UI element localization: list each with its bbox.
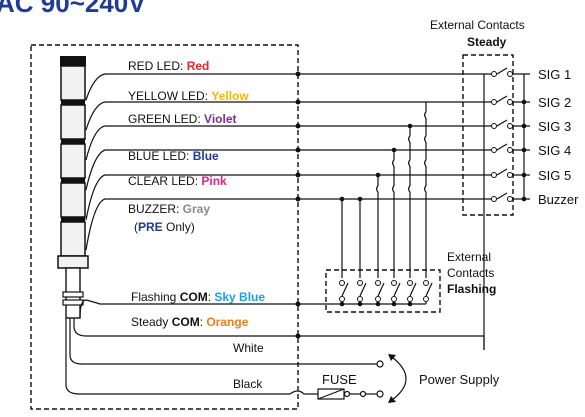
wire-black — [65, 318, 290, 395]
flashing-feed-lines — [339, 102, 427, 278]
blue-led-label: BLUE LED: Blue — [128, 149, 219, 163]
wire-flashing-com — [79, 299, 298, 319]
device-enclosure — [30, 44, 299, 410]
flashing-contacts — [298, 280, 433, 307]
steady-contacts — [491, 67, 530, 202]
fuse-label: FUSE — [322, 372, 357, 387]
buzzer-note: (PRE Only) — [134, 220, 195, 234]
sig-5-label: SIG 5 — [538, 168, 571, 183]
buzzer-signal-label: Buzzer — [538, 192, 579, 207]
black-wire-label: Black — [233, 377, 263, 391]
flashing-title-line2: Contacts — [447, 266, 494, 280]
wire-buzzer — [85, 198, 298, 251]
wire-white — [69, 318, 380, 365]
wire-yellow — [85, 101, 298, 131]
edge-terminals — [295, 71, 301, 339]
steady-feed-lines — [298, 73, 494, 200]
sig-2-label: SIG 2 — [538, 95, 571, 110]
sig-3-label: SIG 3 — [538, 119, 571, 134]
steady-title: External Contacts — [430, 18, 525, 32]
power-supply-label: Power Supply — [419, 372, 500, 387]
steady-com-feed — [298, 335, 485, 350]
sig-1-label: SIG 1 — [538, 67, 571, 82]
steady-mode-label: Steady — [467, 35, 507, 49]
flashing-com-label: Flashing COM: Sky Blue — [131, 290, 265, 304]
power-section — [289, 354, 407, 403]
steady-contacts-box — [462, 54, 514, 216]
tower-light — [57, 56, 89, 319]
flashing-contacts-box — [325, 269, 441, 313]
wire-steady-com — [73, 318, 298, 337]
yellow-led-label: YELLOW LED: Yellow — [128, 89, 249, 103]
clear-led-label: CLEAR LED: Pink — [128, 174, 227, 188]
voltage-header: AC 90~240V — [0, 0, 146, 18]
wire-blue — [85, 149, 298, 191]
wire-labels: RED LED: Red YELLOW LED: Yellow GREEN LE… — [128, 59, 265, 391]
wire-red — [85, 73, 298, 101]
wire-green — [85, 125, 298, 161]
buzzer-label: BUZZER: Gray — [128, 202, 210, 216]
red-led-label: RED LED: Red — [128, 59, 209, 73]
wire-clear — [85, 174, 298, 221]
steady-com-label: Steady COM: Orange — [131, 315, 249, 329]
flashing-title-line1: External — [447, 250, 491, 264]
signal-labels: SIG 1 SIG 2 SIG 3 SIG 4 SIG 5 Buzzer — [538, 67, 579, 207]
white-wire-label: White — [233, 341, 264, 355]
green-led-label: GREEN LED: Violet — [128, 112, 237, 126]
sig-4-label: SIG 4 — [538, 143, 571, 158]
flashing-mode-label: Flashing — [447, 282, 496, 296]
